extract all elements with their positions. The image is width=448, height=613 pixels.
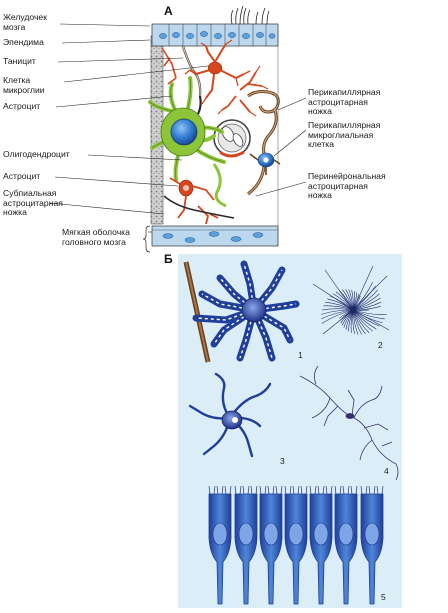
panel-b-letter: Б xyxy=(164,252,173,266)
leader-lines-right xyxy=(255,97,307,197)
label-oligodendrocyte: Олигодендроцит xyxy=(3,149,70,159)
label-number-1: 1 xyxy=(298,350,303,360)
ependymal-nucleus xyxy=(288,522,304,546)
ependymal-cell xyxy=(259,493,283,605)
cilium xyxy=(239,485,242,495)
cilium xyxy=(368,485,371,495)
ependymal-nucleus xyxy=(313,522,329,546)
cilium xyxy=(208,485,211,495)
leader-lines-left xyxy=(49,23,209,233)
cilium xyxy=(342,485,345,495)
ependymal-nucleus xyxy=(238,522,254,546)
cilium xyxy=(292,485,295,495)
ependymal-cell xyxy=(234,493,258,605)
cilium xyxy=(314,485,317,495)
process-line xyxy=(352,309,390,331)
cilium xyxy=(347,485,350,495)
cilium xyxy=(339,485,342,495)
cilium xyxy=(259,485,262,495)
ependymal-nucleus xyxy=(338,522,354,546)
cilium xyxy=(229,485,232,495)
panel-a-letter: А xyxy=(164,4,173,18)
cilium xyxy=(267,485,270,495)
process-line xyxy=(324,269,354,311)
cell-2-protoplasmic-astrocyte xyxy=(312,265,390,335)
microglia-lower xyxy=(169,177,219,225)
cilium xyxy=(334,485,337,495)
cilium xyxy=(330,485,333,495)
cilium xyxy=(234,485,237,495)
cilium xyxy=(325,485,328,495)
microglia-top xyxy=(184,39,251,105)
cilium xyxy=(355,485,358,495)
label-tanycyte: Таницит xyxy=(3,56,36,66)
ependyma-cilia xyxy=(230,5,270,25)
cilium xyxy=(255,485,258,495)
pia-bracket xyxy=(142,225,151,253)
cilium xyxy=(264,485,267,495)
cilium xyxy=(381,485,384,495)
cell-3-oligodendrocyte xyxy=(188,372,272,458)
cilium xyxy=(213,485,216,495)
label-number-2: 2 xyxy=(378,340,383,350)
cilium xyxy=(242,485,245,495)
ependymal-nucleus xyxy=(212,522,228,546)
cilium xyxy=(275,485,278,495)
microglia-mid xyxy=(161,47,269,117)
label-astrocyte-top: Астроцит xyxy=(3,101,41,111)
cilium xyxy=(284,485,287,495)
cilium xyxy=(250,485,253,495)
label-astrocyte-bottom: Астроцит xyxy=(3,171,41,181)
ependymal-nucleus xyxy=(364,522,380,546)
process-line xyxy=(322,309,354,335)
process-line xyxy=(312,283,354,311)
astrocyte-green xyxy=(148,76,227,208)
cilium xyxy=(300,485,303,495)
cilium xyxy=(289,485,292,495)
label-number-4: 4 xyxy=(384,466,389,476)
cell-5-ependyma xyxy=(208,485,384,605)
pericapillary-microglial-cell xyxy=(249,152,281,175)
cell-4-microglia xyxy=(299,365,399,481)
process-line xyxy=(352,275,388,311)
cilium xyxy=(216,485,219,495)
ependymal-cell xyxy=(208,493,232,605)
process-line xyxy=(352,265,374,311)
ependymal-cell xyxy=(360,493,384,605)
label-number-5: 5 xyxy=(381,592,386,602)
cilium xyxy=(272,485,275,495)
astrocyte-lower-process xyxy=(163,195,235,219)
cilium xyxy=(322,485,325,495)
cilium xyxy=(221,485,224,495)
label-number-3: 3 xyxy=(280,456,285,466)
cilium xyxy=(305,485,308,495)
cilium xyxy=(376,485,379,495)
cilium xyxy=(317,485,320,495)
label-ependyma: Эпендима xyxy=(3,37,44,47)
ependymal-cell xyxy=(334,493,358,605)
ependymal-cell xyxy=(309,493,333,605)
cilium xyxy=(247,485,250,495)
ependymal-cell xyxy=(284,493,308,605)
ependymal-nucleus xyxy=(263,522,279,546)
cilium xyxy=(360,485,363,495)
cilium xyxy=(350,485,353,495)
cilium xyxy=(365,485,368,495)
cilium xyxy=(297,485,300,495)
cilium xyxy=(373,485,376,495)
cilium xyxy=(309,485,312,495)
cilium xyxy=(280,485,283,495)
cell-1-astrocyte xyxy=(183,260,300,363)
cilium xyxy=(224,485,227,495)
